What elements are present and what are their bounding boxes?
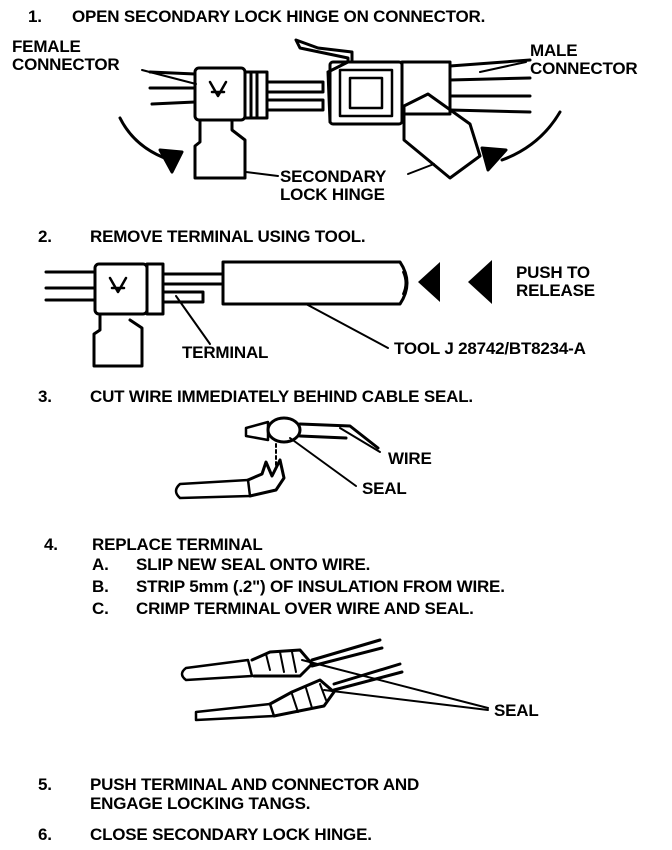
seal-leader-bottom xyxy=(323,689,489,711)
label-tool: TOOL J 28742/BT8234-A xyxy=(394,339,586,358)
open-hinge-arrow-left xyxy=(118,116,184,174)
label-male-connector-line-1: MALE xyxy=(530,41,578,60)
male-connector-drawing xyxy=(294,38,532,180)
hinge-leader-right xyxy=(407,163,435,175)
male-leader xyxy=(479,61,527,73)
step-3-number: 3. xyxy=(38,387,52,406)
seal-leader-top xyxy=(301,659,489,709)
label-terminal: TERMINAL xyxy=(182,343,269,362)
step-4-text: REPLACE TERMINAL xyxy=(92,535,263,554)
substep-a-letter: A. xyxy=(92,555,109,574)
step-3-text: CUT WIRE IMMEDIATELY BEHIND CABLE SEAL. xyxy=(90,387,473,406)
substep-a-text: SLIP NEW SEAL ONTO WIRE. xyxy=(136,555,371,574)
label-female-connector-line-1: FEMALE xyxy=(12,37,81,56)
new-terminal-top xyxy=(180,638,384,682)
substep-b-letter: B. xyxy=(92,577,109,596)
step-2-number: 2. xyxy=(38,227,52,246)
step-6-number: 6. xyxy=(38,825,52,844)
label-male-connector: MALE CONNECTOR xyxy=(530,41,638,78)
label-female-connector-line-2: CONNECTOR xyxy=(12,54,120,74)
cut-terminal-drawing xyxy=(174,458,286,500)
label-secondary-lock-hinge-line-1: SECONDARY xyxy=(280,167,387,186)
label-push-to-release: PUSH TO RELEASE xyxy=(516,264,595,300)
substep-c-letter: C. xyxy=(92,599,109,618)
substep-b-text: STRIP 5mm (.2") OF INSULATION FROM WIRE. xyxy=(136,577,505,596)
label-female-connector: FEMALE CONNECTOR xyxy=(12,37,120,74)
new-terminal-bottom xyxy=(194,662,404,722)
connector-with-tool-drawing xyxy=(44,260,409,368)
step-1-text: OPEN SECONDARY LOCK HINGE ON CONNECTOR. xyxy=(72,7,486,26)
step-5-number: 5. xyxy=(38,775,52,794)
label-secondary-lock-hinge-line-2: LOCK HINGE xyxy=(280,184,385,204)
terminal-leader xyxy=(175,295,211,345)
label-push-to-release-line-2: RELEASE xyxy=(516,280,595,300)
label-male-connector-line-2: CONNECTOR xyxy=(530,58,638,78)
step-5-text: PUSH TERMINAL AND CONNECTOR AND xyxy=(90,775,420,794)
push-arrows xyxy=(418,260,492,304)
label-push-to-release-line-1: PUSH TO xyxy=(516,263,590,282)
wire-and-seal-drawing xyxy=(244,416,380,469)
substep-c-text: CRIMP TERMINAL OVER WIRE AND SEAL. xyxy=(136,599,474,618)
step-2-text: REMOVE TERMINAL USING TOOL. xyxy=(90,227,366,246)
label-seal-replacement: SEAL xyxy=(494,701,539,720)
step-4-number: 4. xyxy=(44,535,58,554)
tool-leader xyxy=(305,303,389,349)
step-1-number: 1. xyxy=(28,7,42,26)
label-seal: SEAL xyxy=(362,479,407,498)
female-leader xyxy=(141,69,197,85)
step-6-text: CLOSE SECONDARY LOCK HINGE. xyxy=(90,825,372,844)
open-hinge-arrow-right xyxy=(480,110,562,172)
hinge-leader-left xyxy=(245,171,279,177)
female-connector-drawing xyxy=(148,66,325,180)
label-secondary-lock-hinge: SECONDARY LOCK HINGE xyxy=(280,168,386,204)
step-5-text-line-2: ENGAGE LOCKING TANGS. xyxy=(90,794,311,813)
label-wire: WIRE xyxy=(388,449,432,468)
seal-leader xyxy=(289,437,357,487)
wire-leader xyxy=(339,427,381,453)
